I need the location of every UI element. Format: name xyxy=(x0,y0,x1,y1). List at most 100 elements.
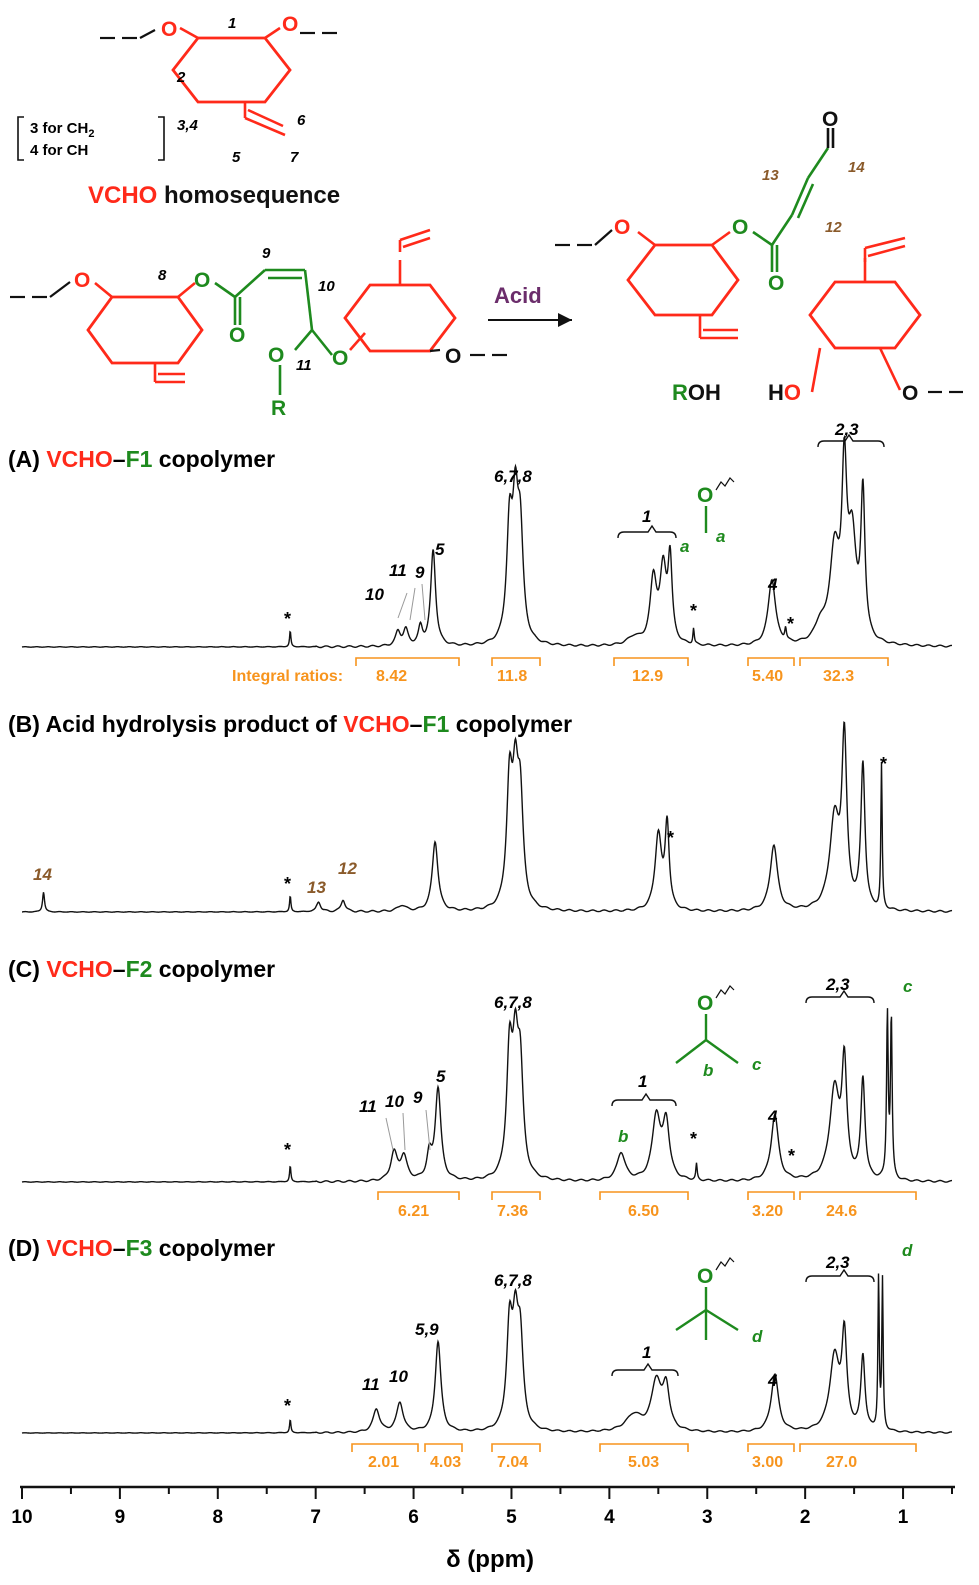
carbon-label-6: 6 xyxy=(297,112,306,129)
peak-label: 9 xyxy=(413,1088,423,1107)
peak-label: 5,9 xyxy=(415,1320,439,1339)
carbon-label-11: 11 xyxy=(296,357,312,374)
o-atom: O xyxy=(332,347,348,370)
integral-value: 6.50 xyxy=(628,1203,659,1220)
carbon-label-13: 13 xyxy=(762,167,779,184)
impurity-mark: * xyxy=(787,614,794,634)
peak-label: 5 xyxy=(436,1067,446,1086)
integral-value: 7.04 xyxy=(497,1454,528,1471)
o-atom: O xyxy=(697,1265,713,1288)
integral-value: 6.21 xyxy=(398,1203,429,1220)
carbon-label-2: 2 xyxy=(176,69,186,86)
integral-value: 4.03 xyxy=(430,1454,461,1471)
integrals-d: 2.01 4.03 7.04 5.03 3.00 27.0 xyxy=(351,1443,917,1471)
panel-c-annotations: 11 10 9 5 6,7,8 1 4 2,3 b c * * * O b c xyxy=(284,975,913,1166)
impurity-mark: * xyxy=(284,874,291,894)
o-atom: O xyxy=(697,992,713,1015)
acid-label: Acid xyxy=(494,283,542,308)
panel-a-title: (A) VCHO–F1 copolymer xyxy=(8,446,275,472)
x-tick-label: 6 xyxy=(408,1507,419,1528)
spectrum-c-trace xyxy=(21,1006,952,1184)
copolymer-structure: O O O O O O R 8 9 10 11 xyxy=(10,228,507,420)
peak-label: 11 xyxy=(362,1375,380,1394)
carbon-label-7: 7 xyxy=(290,149,299,166)
carbon-label-12: 12 xyxy=(825,219,842,236)
panel-d-annotations: 11 10 5,9 6,7,8 1 4 2,3 d * O d xyxy=(284,1241,913,1416)
spectrum-d-trace xyxy=(21,1273,952,1434)
peak-label: 1 xyxy=(642,507,651,526)
integrals-c: 6.21 7.36 6.50 3.20 24.6 xyxy=(377,1191,917,1220)
peak-label: 4 xyxy=(767,1107,778,1126)
integral-value: 3.00 xyxy=(752,1454,783,1471)
peak-letter-b: b xyxy=(618,1127,628,1146)
peak-label: 2,3 xyxy=(825,975,850,994)
ho-label: HO xyxy=(768,380,801,405)
integral-value: 24.6 xyxy=(826,1203,857,1220)
spectrum-a-trace xyxy=(21,434,952,649)
peak-label: 6,7,8 xyxy=(494,467,532,486)
integral-ratios-label: Integral ratios: xyxy=(232,668,343,685)
x-tick-label: 2 xyxy=(800,1507,811,1528)
impurity-mark: * xyxy=(284,1396,291,1416)
panel-d-title: (D) VCHO–F3 copolymer xyxy=(8,1235,275,1261)
impurity-mark: * xyxy=(667,828,674,848)
o-atom: O xyxy=(229,324,245,347)
peak-letter-a: a xyxy=(716,527,725,546)
panel-a-annotations: 10 11 9 5 6,7,8 1 4 2,3 a * * * O a xyxy=(284,420,885,634)
r-group: R xyxy=(271,397,286,420)
impurity-mark: * xyxy=(788,1146,795,1166)
peak-label: 10 xyxy=(385,1092,404,1111)
peak-letter-d: d xyxy=(752,1327,763,1346)
carbon-label-10: 10 xyxy=(318,278,335,295)
x-tick-label: 5 xyxy=(506,1507,517,1528)
peak-label: 10 xyxy=(389,1367,408,1386)
integral-value: 2.01 xyxy=(368,1454,399,1471)
o-atom: O xyxy=(161,18,177,41)
panel-b-title: (B) Acid hydrolysis product of VCHO–F1 c… xyxy=(8,711,572,737)
panel-b-annotations: 14 13 12 * * * xyxy=(33,754,887,897)
carbon-label-5: 5 xyxy=(232,149,241,166)
impurity-mark: * xyxy=(690,1129,697,1149)
impurity-mark: * xyxy=(284,1140,291,1160)
peak-label: 12 xyxy=(338,859,357,878)
integrals-a: Integral ratios: 8.42 11.8 12.9 5.40 32.… xyxy=(232,657,889,685)
peak-label: 4 xyxy=(767,575,778,594)
o-atom: O xyxy=(614,216,630,239)
peak-label: 4 xyxy=(767,1371,778,1390)
integral-value: 12.9 xyxy=(632,668,663,685)
x-axis-title: δ (ppm) xyxy=(446,1546,534,1573)
peak-label: 1 xyxy=(638,1072,647,1091)
note-line-1: 3 for CH2 xyxy=(30,120,94,140)
o-atom: O xyxy=(732,216,748,239)
peak-letter-c: c xyxy=(903,977,913,996)
peak-label: 9 xyxy=(415,563,425,582)
carbon-label-34: 3,4 xyxy=(177,117,199,134)
note-line-2: 4 for CH xyxy=(30,142,88,159)
carbon-label-9: 9 xyxy=(262,245,271,262)
peak-label: 11 xyxy=(389,561,407,580)
integral-value: 7.36 xyxy=(497,1203,528,1220)
hydrolysis-products: O O O O 12 13 14 ROH HO O xyxy=(555,108,963,405)
integral-value: 27.0 xyxy=(826,1454,857,1471)
peak-label: 11 xyxy=(359,1097,377,1116)
vcho-homosequence-title: VCHO homosequence xyxy=(88,182,340,209)
acid-reaction-arrow: Acid xyxy=(488,283,572,327)
vcho-homosequence-structure: O O 1 2 3,4 5 6 7 3 for CH2 4 for CH VCH… xyxy=(17,13,340,209)
reaction-scheme: O O 1 2 3,4 5 6 7 3 for CH2 4 for CH VCH… xyxy=(10,13,963,420)
impurity-mark: * xyxy=(690,601,697,621)
peak-letter-b: b xyxy=(703,1061,713,1080)
roh-label: ROH xyxy=(672,380,721,405)
peak-label: 2,3 xyxy=(834,420,859,439)
peak-label: 6,7,8 xyxy=(494,993,532,1012)
o-atom: O xyxy=(282,13,298,36)
o-atom: O xyxy=(768,272,784,295)
spectrum-b-trace xyxy=(22,721,953,913)
o-atom: O xyxy=(268,344,284,367)
integral-value: 5.03 xyxy=(628,1454,659,1471)
peak-label: 14 xyxy=(33,865,52,884)
x-tick-label: 4 xyxy=(604,1507,615,1528)
peak-label: 5 xyxy=(435,540,445,559)
integral-value: 3.20 xyxy=(752,1203,783,1220)
